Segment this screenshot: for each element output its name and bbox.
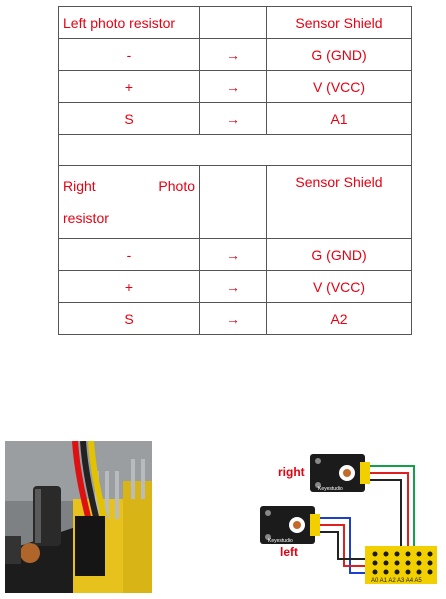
right-header-word: Right bbox=[63, 178, 96, 194]
table-row: + → V (VCC) bbox=[58, 270, 412, 303]
target-cell: V (VCC) bbox=[266, 70, 412, 103]
pin-cell: S bbox=[58, 302, 200, 335]
arrow-cell: → bbox=[199, 302, 267, 335]
target-cell: G (GND) bbox=[266, 38, 412, 71]
left-header-cell: Left photo resistor bbox=[58, 6, 200, 39]
separator-row bbox=[58, 134, 412, 166]
wiring-diagram: Keyestudio Keyestudio right left A0 A1 A… bbox=[250, 448, 440, 588]
table-row: Right Photo resistor Sensor Shield bbox=[58, 165, 412, 239]
shield-pin-labels: A0 A1 A2 A3 A4 A5 bbox=[371, 578, 422, 584]
wiring-photo-graphic bbox=[5, 441, 152, 593]
table-row: + → V (VCC) bbox=[58, 70, 412, 103]
empty-cell bbox=[199, 6, 267, 39]
table-row: Left photo resistor Sensor Shield bbox=[58, 6, 412, 39]
right-label: right bbox=[278, 465, 305, 479]
target-cell: A2 bbox=[266, 302, 412, 335]
target-cell: A1 bbox=[266, 102, 412, 135]
arrow-cell: → bbox=[199, 238, 267, 271]
sensor-shield-block bbox=[365, 546, 437, 584]
right-header-word: Photo bbox=[158, 178, 195, 194]
right-header-cell: Right Photo resistor bbox=[58, 165, 200, 239]
pin-cell: - bbox=[58, 238, 200, 271]
pin-cell: + bbox=[58, 270, 200, 303]
module-brand: Keyestudio bbox=[318, 486, 343, 492]
table-row: S → A2 bbox=[58, 302, 412, 335]
pin-cell: + bbox=[58, 70, 200, 103]
pin-cell: - bbox=[58, 38, 200, 71]
arrow-cell: → bbox=[199, 38, 267, 71]
wiring-photo bbox=[5, 441, 152, 593]
right-module bbox=[310, 454, 365, 492]
arrow-cell: → bbox=[199, 102, 267, 135]
table-row: S → A1 bbox=[58, 102, 412, 135]
right-header-word: resistor bbox=[63, 210, 109, 226]
wiring-table: Left photo resistor Sensor Shield - → G … bbox=[58, 6, 412, 335]
target-cell: V (VCC) bbox=[266, 270, 412, 303]
module-brand: Keyestudio bbox=[268, 538, 293, 544]
empty-cell bbox=[199, 165, 267, 239]
left-module bbox=[260, 506, 315, 544]
shield-header-cell: Sensor Shield bbox=[266, 6, 412, 39]
left-label: left bbox=[280, 545, 298, 559]
arrow-cell: → bbox=[199, 270, 267, 303]
shield-header-cell: Sensor Shield bbox=[266, 165, 412, 239]
table-row: - → G (GND) bbox=[58, 238, 412, 271]
separator-cell bbox=[58, 134, 412, 166]
pin-cell: S bbox=[58, 102, 200, 135]
wiring-diagram-graphic: Keyestudio Keyestudio right left A0 A1 A… bbox=[260, 454, 437, 584]
table-row: - → G (GND) bbox=[58, 38, 412, 71]
arrow-cell: → bbox=[199, 70, 267, 103]
target-cell: G (GND) bbox=[266, 238, 412, 271]
